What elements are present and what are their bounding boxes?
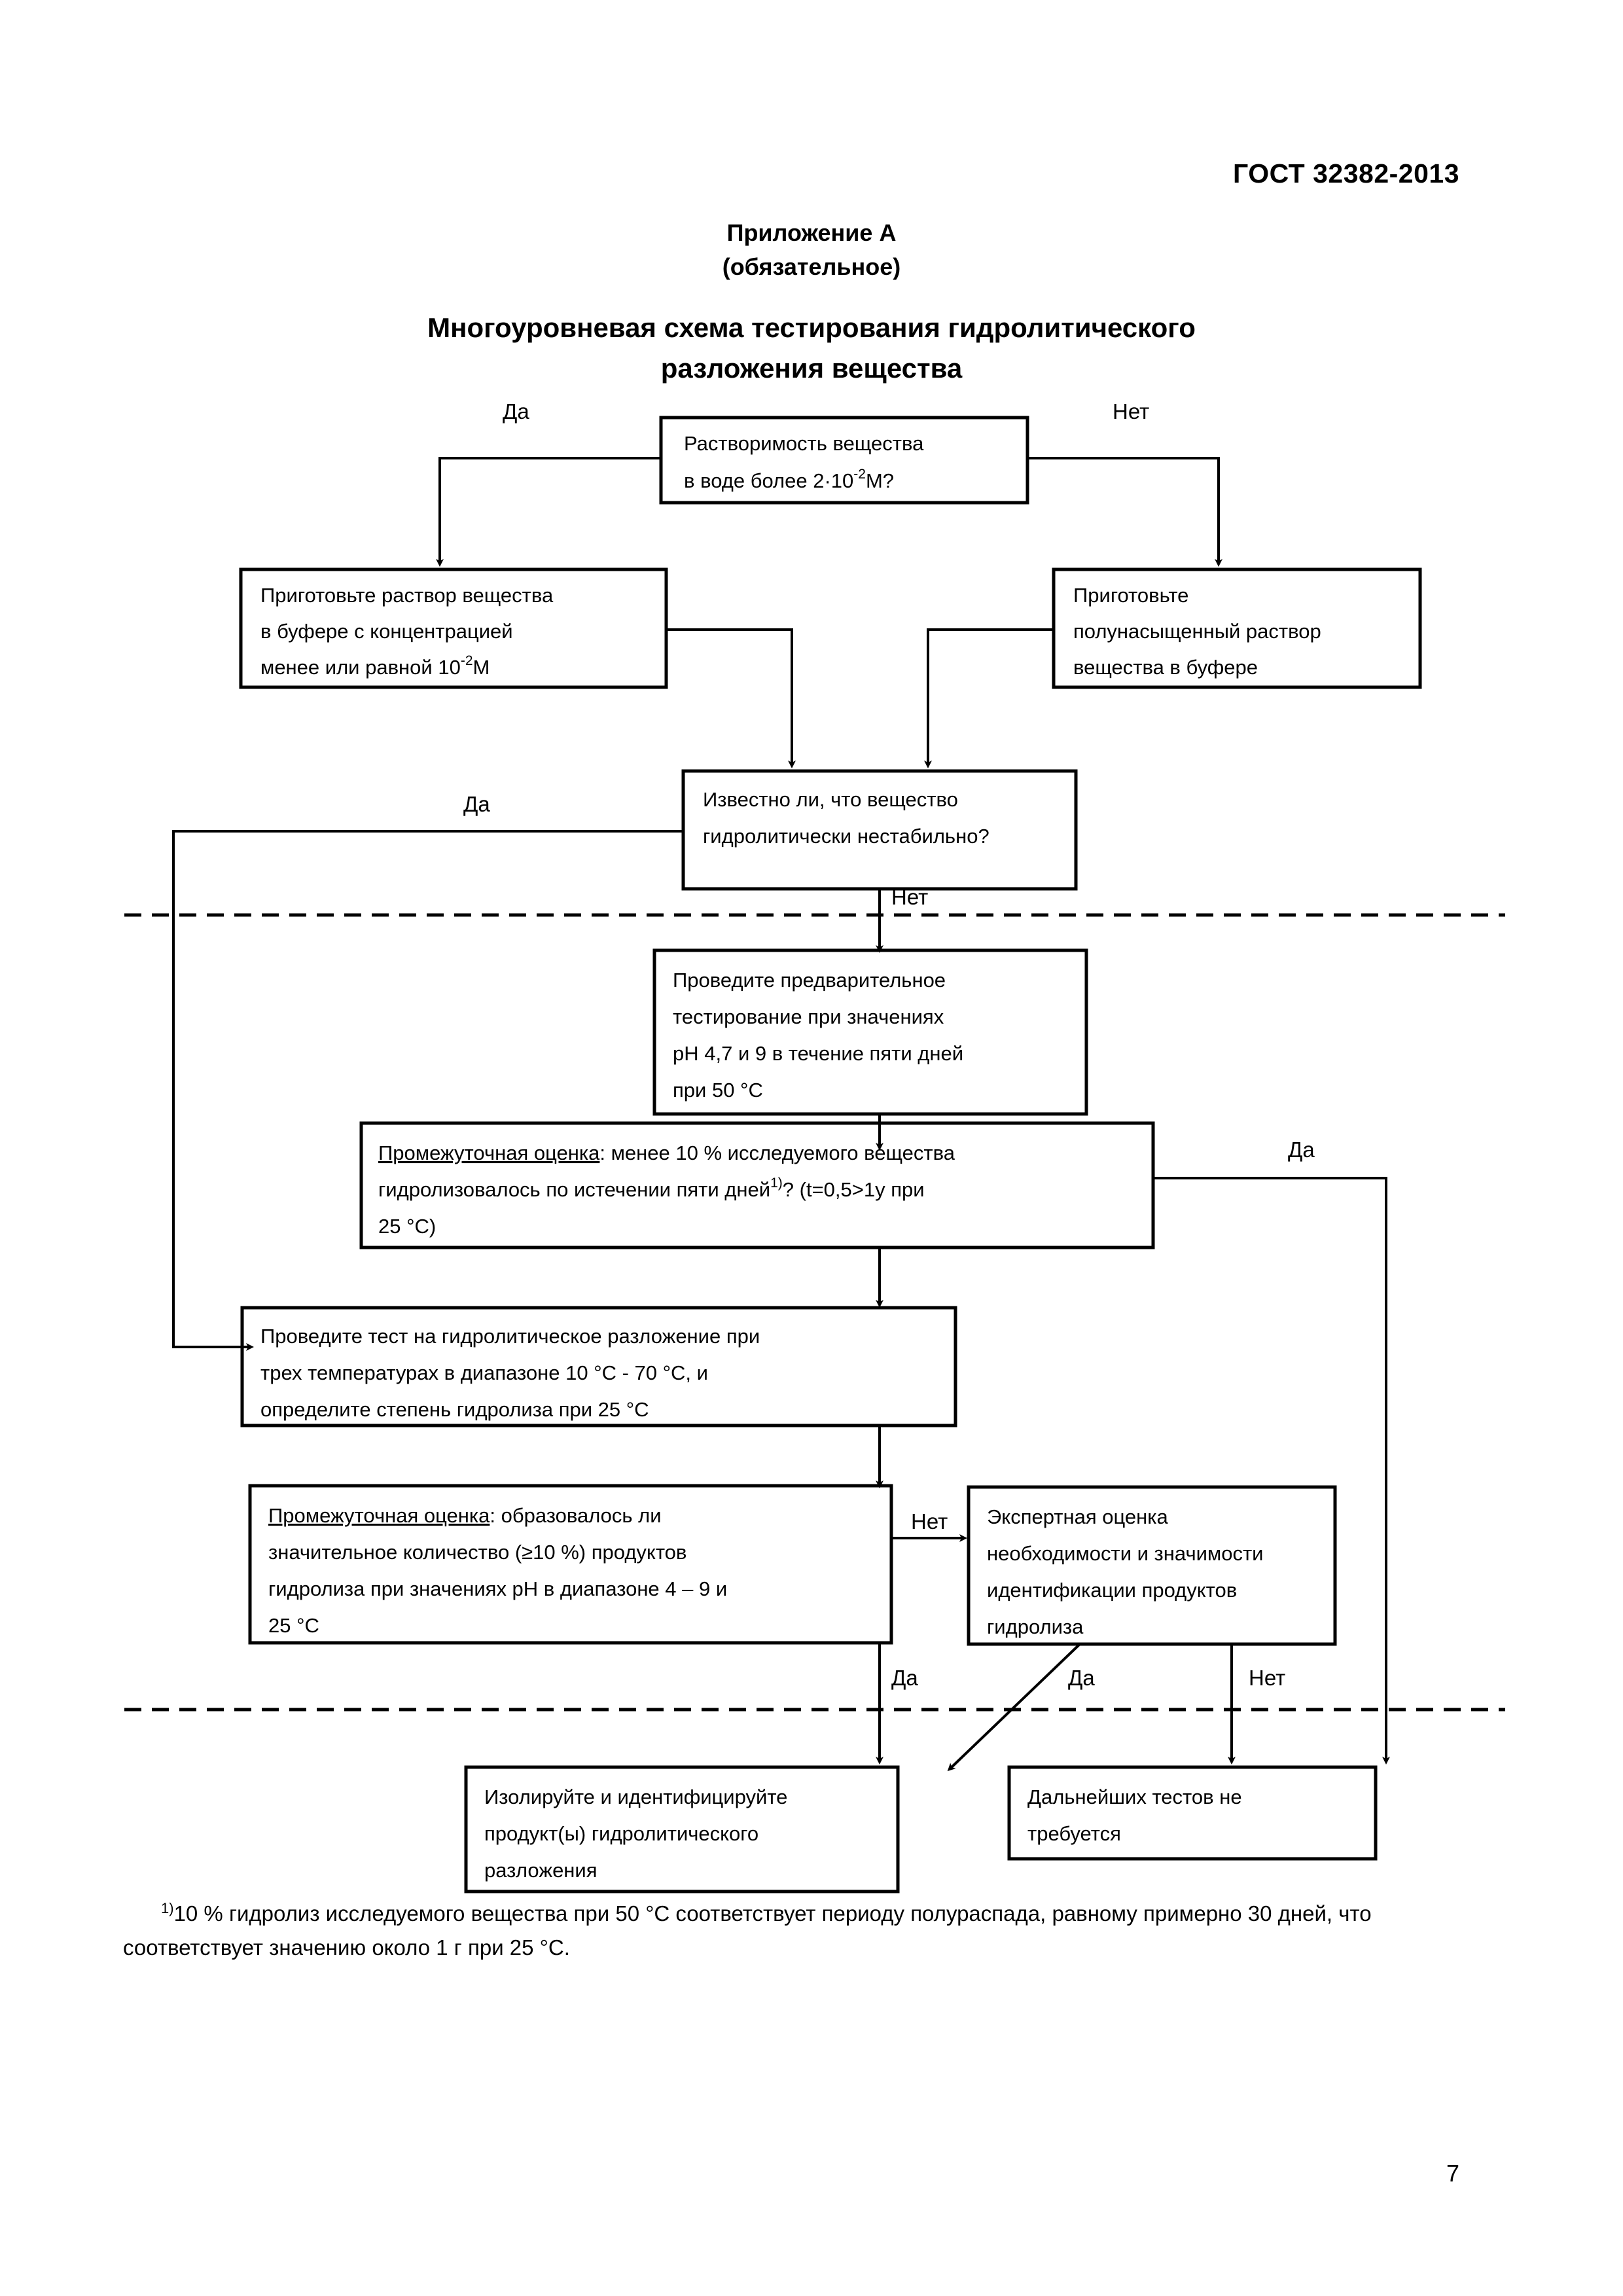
no-further-line-1: Дальнейших тестов не — [1027, 1785, 1242, 1808]
hydrolysis-test-line-3: определите степень гидролиза при 25 °С — [260, 1398, 649, 1421]
solubility-line-2c: М? — [866, 469, 894, 492]
prepare-halfsat-line-1: Приготовьте — [1073, 584, 1188, 607]
prepare-buffer-exponent: -2 — [461, 653, 473, 668]
hydrolysis-test-line-2: трех температурах в диапазоне 10 °С - 70… — [260, 1361, 708, 1384]
expert-line-2: необходимости и значимости — [987, 1542, 1263, 1565]
expert-line-3: идентификации продуктов — [987, 1579, 1237, 1602]
svg-text:менее или равной 10-2М: менее или равной 10-2М — [260, 653, 490, 679]
solubility-line-1: Растворимость вещества — [684, 432, 924, 455]
hydrolysis-test-line-1: Проведите тест на гидролитическое разлож… — [260, 1325, 760, 1348]
isolate-line-3: разложения — [484, 1859, 597, 1882]
prepare-buffer-line-3a: менее или равной 10 — [260, 656, 461, 679]
solubility-line-2a: в воде более 2 — [684, 469, 824, 492]
interim1-footnote-marker: 1) — [770, 1175, 783, 1191]
interim2-underlined: Промежуточная оценка — [268, 1504, 490, 1527]
interim1-line-1-rest: : менее 10 % исследуемого вещества — [599, 1141, 955, 1164]
isolate-line-1: Изолируйте и идентифицируйте — [484, 1785, 787, 1808]
prepare-buffer-line-2: в буфере с концентрацией — [260, 620, 513, 643]
standard-header: ГОСТ 32382-2013 — [1233, 158, 1459, 188]
svg-text:Промежуточная оценка: образова: Промежуточная оценка: образовалось ли — [268, 1504, 662, 1527]
appendix-line-1: Приложение А — [726, 219, 897, 246]
page-title-line-2: разложения вещества — [660, 353, 963, 384]
page-title-line-1: Многоуровневая схема тестирования гидрол… — [427, 312, 1196, 343]
preliminary-line-4: при 50 °С — [673, 1079, 763, 1102]
edge-label-no-solubility: Нет — [1113, 399, 1149, 423]
interim2-line-3: гидролиза при значениях рН в диапазоне 4… — [268, 1577, 727, 1600]
footnote-line-1: 10 % гидролиз исследуемого вещества при … — [173, 1901, 1046, 1926]
edge-label-yes-interim1: Да — [1288, 1138, 1315, 1162]
interim1-line-2a: гидролизовалось по истечении пяти дней — [378, 1178, 770, 1201]
prepare-halfsat-line-3: вещества в буфере — [1073, 656, 1258, 679]
svg-text:гидролизовалось по истечении п: гидролизовалось по истечении пяти дней1)… — [378, 1175, 925, 1201]
preliminary-line-1: Проведите предварительное — [673, 969, 946, 992]
edge-label-yes-expert: Да — [1068, 1666, 1095, 1690]
footnote: 1)10 % гидролиз исследуемого вещества пр… — [123, 1892, 1504, 1965]
isolate-line-2: продукт(ы) гидролитического — [484, 1822, 758, 1845]
page-title: Многоуровневая схема тестирования гидрол… — [0, 308, 1623, 389]
no-further-line-2: требуется — [1027, 1822, 1121, 1845]
interim1-underlined: Промежуточная оценка — [378, 1141, 600, 1164]
svg-text:в воде более 2·10-2М?: в воде более 2·10-2М? — [684, 467, 894, 492]
interim1-line-2b: ? (t=0,5>1y при — [783, 1178, 925, 1201]
edge-label-no-interim2: Нет — [911, 1509, 948, 1534]
known-unstable-line-1: Известно ли, что вещество — [703, 788, 958, 811]
appendix-heading: Приложение А (обязательное) — [0, 216, 1623, 284]
page-number: 7 — [1446, 2160, 1459, 2187]
edge-label-yes-interim2: Да — [891, 1666, 918, 1690]
svg-text:Промежуточная оценка: менее 10: Промежуточная оценка: менее 10 % исследу… — [378, 1141, 955, 1164]
interim2-line-4: 25 °С — [268, 1614, 319, 1637]
expert-line-4: гидролиза — [987, 1615, 1084, 1638]
prepare-buffer-line-1: Приготовьте раствор вещества — [260, 584, 554, 607]
solubility-line-2b: ·10 — [824, 469, 853, 492]
appendix-line-2: (обязательное) — [722, 253, 901, 280]
edge-label-yes-known-unstable: Да — [463, 792, 490, 816]
edge-label-no-expert: Нет — [1249, 1666, 1285, 1690]
footnote-marker: 1) — [161, 1900, 174, 1916]
prepare-buffer-line-3b: М — [473, 656, 490, 679]
prepare-halfsat-line-2: полунасыщенный раствор — [1073, 620, 1321, 643]
interim2-line-2: значительное количество (≥10 %) продукто… — [268, 1541, 687, 1564]
interim2-line-1-rest: : образовалось ли — [490, 1504, 661, 1527]
interim1-line-3: 25 °С) — [378, 1215, 436, 1238]
known-unstable-line-2: гидролитически нестабильно? — [703, 825, 990, 848]
expert-line-1: Экспертная оценка — [987, 1505, 1168, 1528]
preliminary-line-2: тестирование при значениях — [673, 1005, 944, 1028]
footnote-line-2: равному примерно 30 дней, что соответств… — [123, 1901, 1372, 1960]
solubility-exponent: -2 — [853, 467, 866, 482]
edge-label-no-known-unstable: Нет — [891, 885, 928, 909]
edge-label-yes-solubility: Да — [503, 399, 529, 423]
preliminary-line-3: рН 4,7 и 9 в течение пяти дней — [673, 1042, 963, 1065]
